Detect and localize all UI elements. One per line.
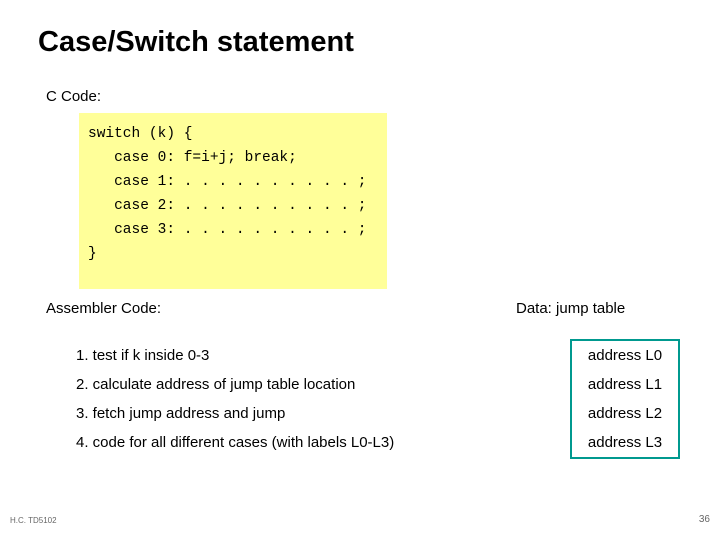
slide-number: 36	[698, 514, 710, 525]
table-row: address L0	[587, 347, 663, 364]
footer-source: H.C. TD5102	[10, 516, 57, 525]
assembler-code-label: Assembler Code:	[46, 300, 162, 317]
table-row: address L3	[587, 434, 663, 451]
list-item: 1. test if k inside 0-3	[76, 347, 210, 364]
list-item: 2. calculate address of jump table locat…	[76, 376, 356, 393]
jump-table: address L0 address L1 address L2 address…	[570, 339, 680, 459]
page-title: Case/Switch statement	[38, 26, 354, 58]
table-row: address L2	[587, 405, 663, 422]
c-code-block: switch (k) { case 0: f=i+j; break; case …	[79, 113, 387, 289]
table-row: address L1	[587, 376, 663, 393]
c-code-text: switch (k) { case 0: f=i+j; break; case …	[88, 126, 367, 262]
jump-table-label: Data: jump table	[516, 300, 626, 317]
assembler-steps-list: 1. test if k inside 0-3 2. calculate add…	[76, 341, 536, 457]
list-item: 3. fetch jump address and jump	[76, 405, 286, 422]
list-item: 4. code for all different cases (with la…	[76, 434, 395, 451]
c-code-label: C Code:	[46, 88, 102, 105]
